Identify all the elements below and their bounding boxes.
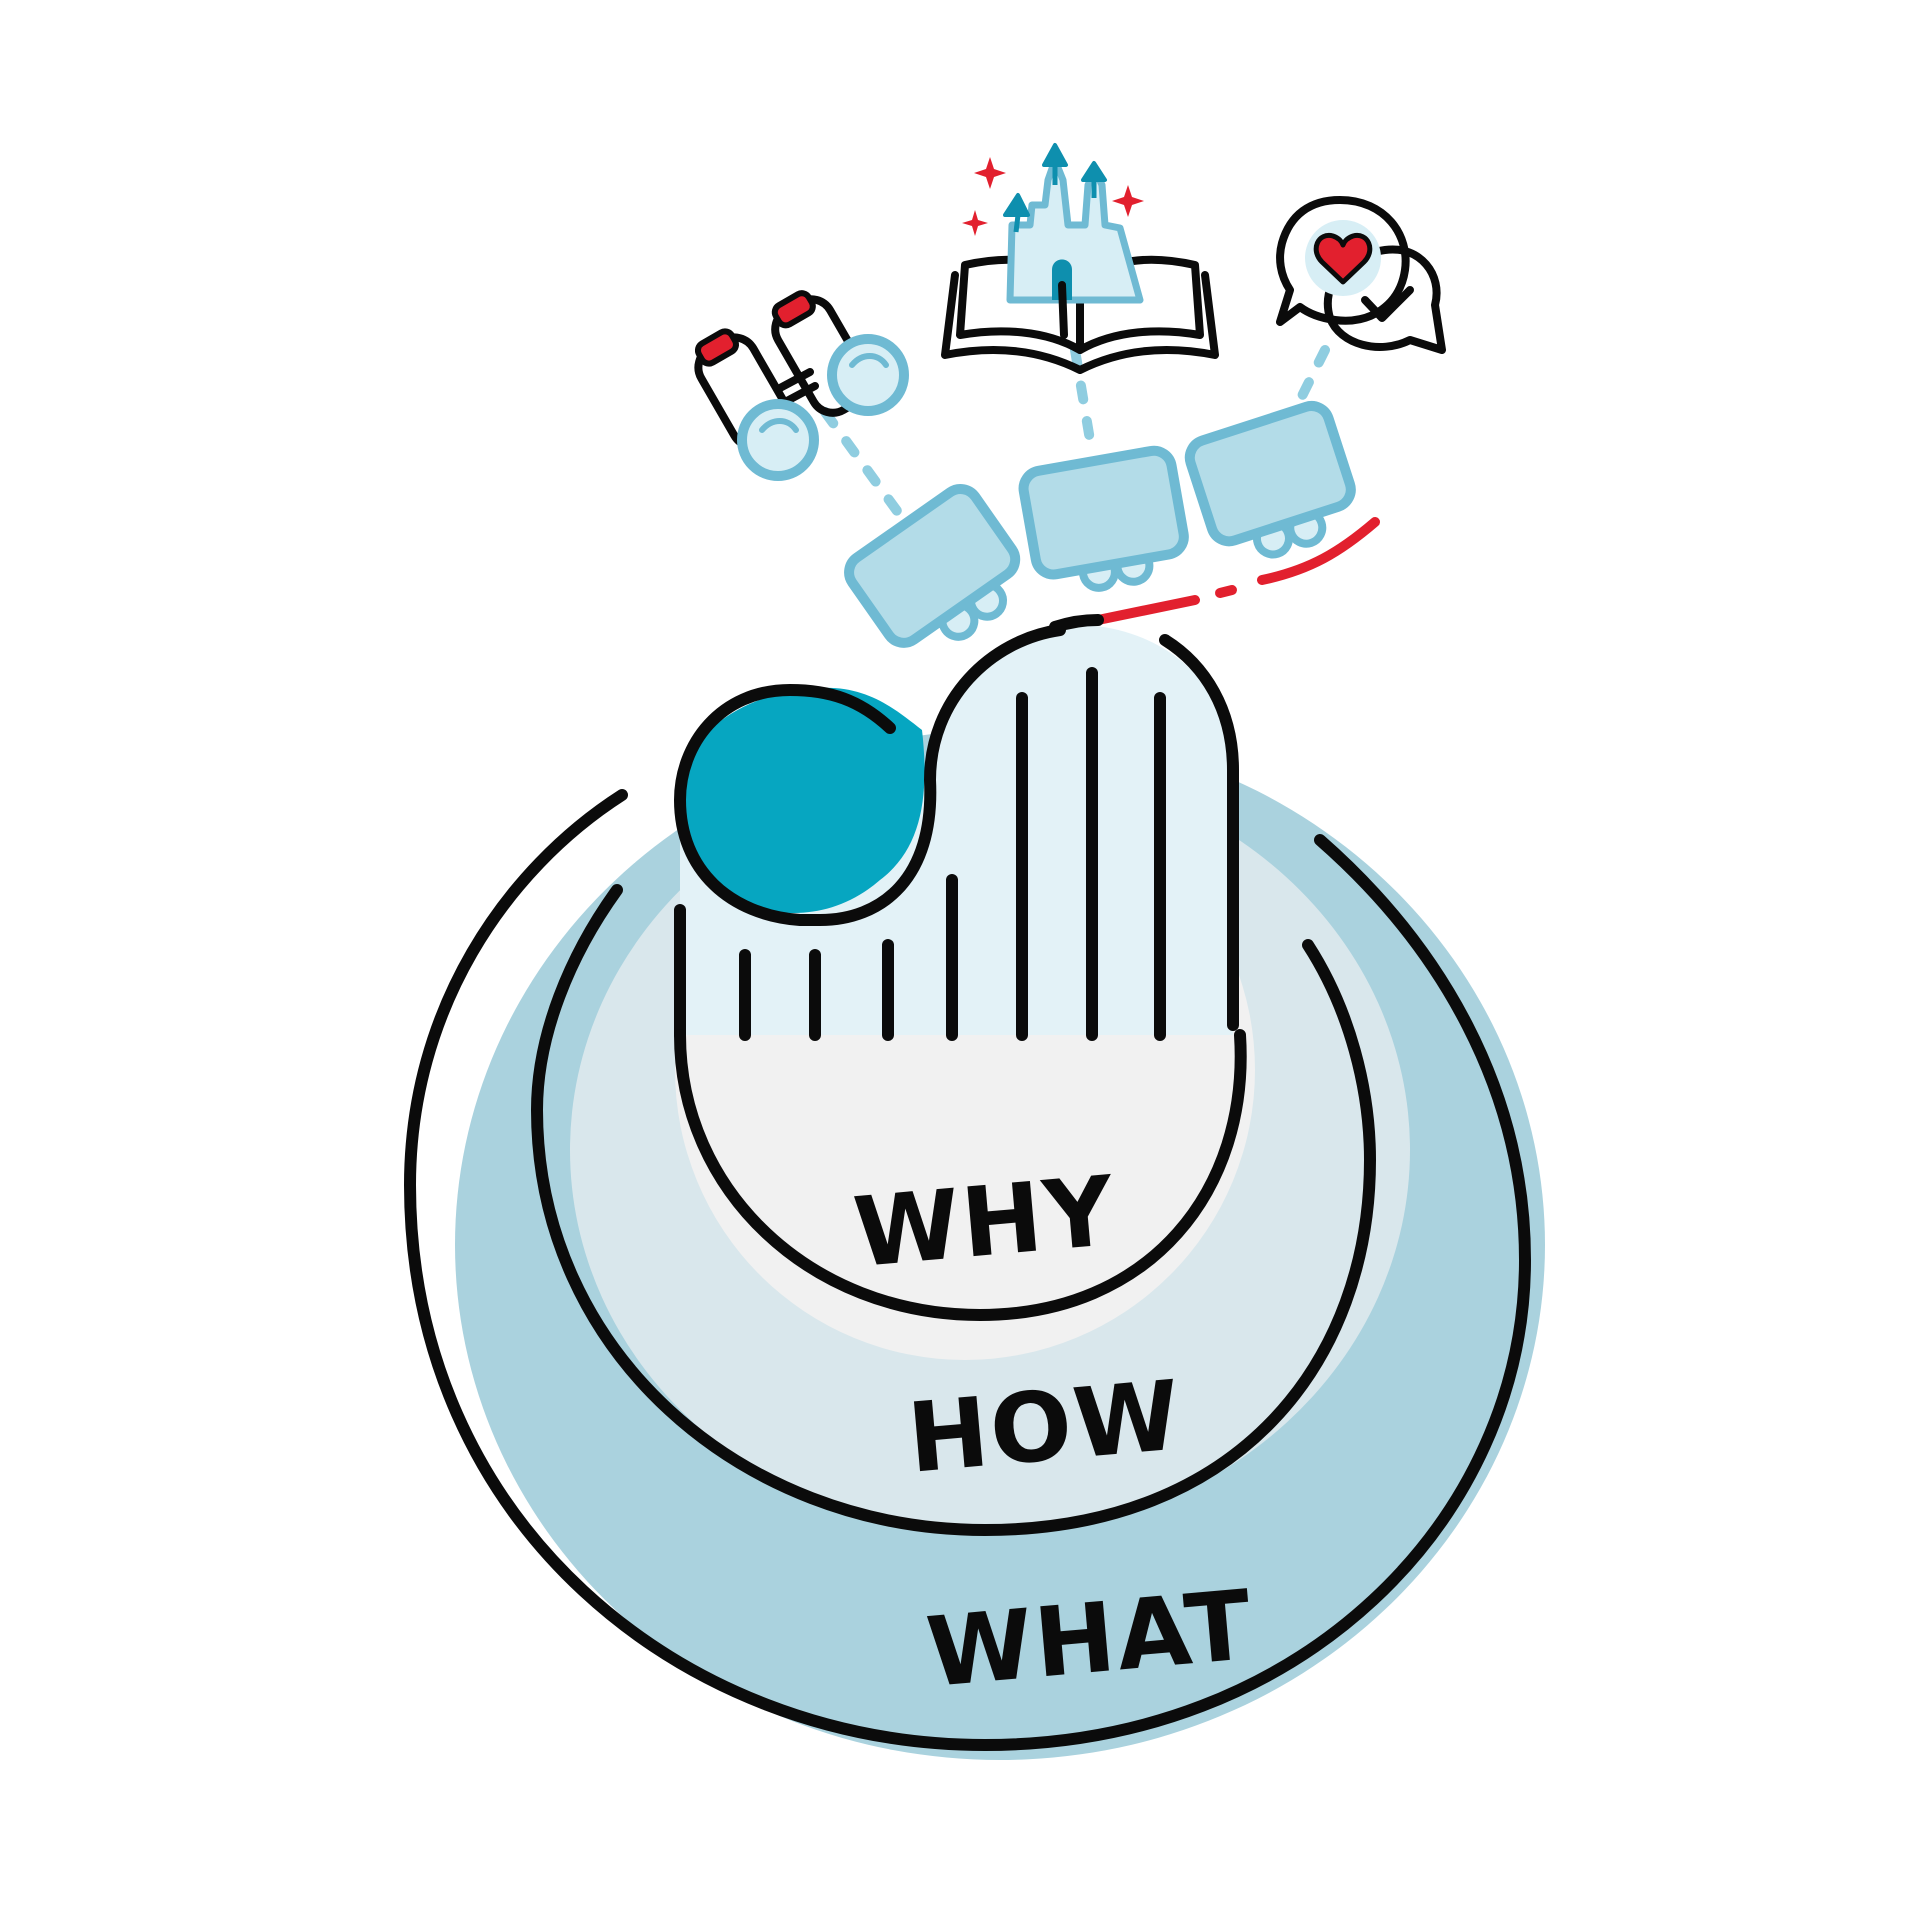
- coaster-track: [1049, 517, 1380, 633]
- coaster-outline: [674, 624, 1066, 926]
- chat-heart-check-icon: [1276, 196, 1446, 354]
- circle-outlines: [404, 789, 1531, 1751]
- what-ring-outline: [404, 789, 1531, 1751]
- coaster-cars: [844, 400, 1356, 648]
- why-circle-outline: [674, 1029, 1247, 1321]
- how-label: HOW: [903, 1359, 1186, 1494]
- how-ring-outline: [531, 884, 1376, 1536]
- binoculars-icon: [694, 290, 909, 481]
- why-label: WHY: [849, 1155, 1120, 1289]
- coaster-supports: [739, 667, 1166, 1041]
- coaster-right-arc: [1159, 634, 1239, 1031]
- teal-drop: [679, 687, 925, 913]
- storybook-castle-icon: [941, 143, 1219, 374]
- coaster-car-right: [1184, 400, 1356, 559]
- coaster-structure: [674, 624, 1239, 1041]
- coaster-car-middle: [1018, 445, 1189, 592]
- coaster-car-left: [844, 483, 1021, 648]
